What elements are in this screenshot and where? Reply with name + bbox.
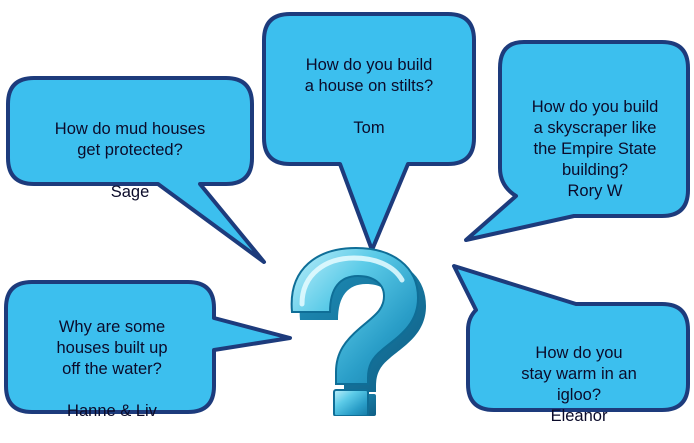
question-text: Why are some houses built up off the wat… [56,318,168,378]
author-name: Rory W [567,182,623,200]
author-name: Sage [110,183,150,201]
bubble-shapes [4,12,690,417]
bubble-text-skyscraper: How do you build a skyscraper like the E… [504,76,686,202]
speech-bubble-stilts [262,12,476,252]
question-text: How do you stay warm in an igloo? [521,344,637,404]
bubble-text-mud-houses: How do mud houses get protected? Sage [18,98,242,224]
question-text: How do mud houses get protected? [54,120,206,159]
speech-bubble-igloo [452,264,690,412]
author-name: Hanne & Liv [67,402,157,420]
question-mark-icon [290,246,426,417]
question-text: How do you build a house on stilts? [304,56,434,95]
speech-bubble-skyscraper [464,40,690,242]
question-board: How do mud houses get protected? Sage Ho… [4,12,690,425]
bubble-text-stilts: How do you build a house on stilts? Tom [272,34,466,160]
bubble-text-igloo: How do you stay warm in an igloo? Eleano… [476,322,682,427]
question-text: How do you build a skyscraper like the E… [531,98,659,179]
bubble-text-water: Why are some houses built up off the wat… [14,296,210,443]
author-name: Tom [353,119,385,137]
speech-bubble-water [4,280,292,414]
author-name: Eleanor [550,407,608,425]
speech-bubble-mud-houses [6,76,266,264]
